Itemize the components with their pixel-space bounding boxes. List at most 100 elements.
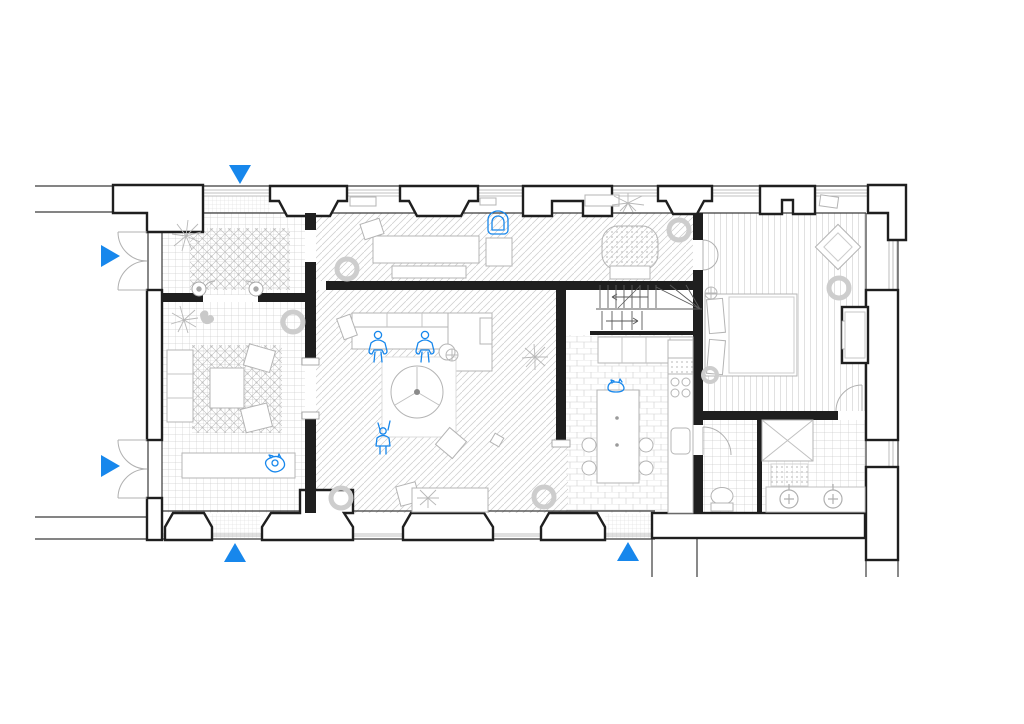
- wc-door: [702, 426, 732, 456]
- entrance-arrow: [224, 543, 246, 562]
- stool: [434, 426, 468, 460]
- french-door-left-lower-a: [117, 439, 148, 470]
- french-door-left-upper-b: [117, 260, 148, 291]
- ceiling-light-icon: [280, 309, 306, 335]
- burner: [670, 377, 680, 387]
- exterior-wall-piers: [111, 183, 908, 562]
- armchair: [242, 343, 277, 374]
- burner: [681, 388, 691, 398]
- ceiling-lights: [280, 217, 852, 511]
- person-figure: [415, 330, 435, 363]
- ceiling-light-icon: [531, 484, 557, 510]
- plant-icon: [170, 305, 199, 334]
- bathroom-door: [835, 384, 863, 412]
- plants: [170, 193, 645, 508]
- armchair-seat: [823, 232, 853, 262]
- blue-figures: [264, 210, 625, 473]
- stool: [638, 460, 654, 476]
- pouf-bench: [609, 265, 651, 280]
- cat-figure: [264, 453, 286, 473]
- wall-right-mid: [864, 288, 900, 442]
- wall-entry-east-b: [305, 262, 316, 363]
- wall-entry-east-c: [305, 418, 316, 513]
- toilet-tank: [710, 502, 734, 512]
- radiator: [584, 194, 620, 207]
- low-bench: [391, 265, 467, 279]
- basins: [779, 484, 843, 509]
- plant-icon: [171, 219, 202, 252]
- wall-bedroom-west-a: [693, 213, 703, 240]
- kitchen-island: [596, 389, 640, 484]
- pier-top-corner-right: [866, 183, 908, 242]
- cat-figure: [607, 378, 625, 393]
- desk: [485, 237, 513, 267]
- pier-top-corner-left: [111, 183, 205, 234]
- pier-bottom-3: [401, 511, 495, 542]
- bath-mat: [770, 463, 809, 487]
- interior-walls: [162, 213, 838, 513]
- child-figure: [375, 420, 391, 455]
- pier-bottom-4: [539, 511, 607, 542]
- ceiling-light-icon: [334, 256, 360, 282]
- shower-cross: [761, 419, 814, 462]
- stool: [581, 437, 597, 453]
- hall-chair: [359, 217, 385, 241]
- desk-chair-blue: [487, 210, 509, 235]
- floor-threshold-kitchen: [556, 446, 568, 513]
- threshold-top-window: [203, 196, 270, 213]
- wall-stair-south: [590, 331, 702, 335]
- settee: [166, 349, 194, 423]
- wall-bedroom-west-b: [693, 270, 703, 425]
- wall-bottom-bathroom: [650, 511, 867, 540]
- wall-entry-east-a: [305, 213, 316, 230]
- entrance-arrow: [101, 245, 120, 267]
- threshold-bottom-right-door: [605, 514, 652, 538]
- vanity-counter: [765, 486, 866, 513]
- entrance-arrow: [229, 165, 251, 184]
- stair-arrow-up: [611, 293, 648, 301]
- wall-bedroom-west-c: [693, 455, 703, 513]
- radiator: [479, 197, 497, 206]
- hob-area: [667, 357, 694, 375]
- stair-arrow-down: [606, 317, 639, 325]
- pier-top-5: [656, 184, 714, 216]
- window-seat-cushion: [844, 311, 866, 359]
- french-door-left-lower-b: [117, 468, 148, 499]
- wall-kitchen-west: [556, 281, 566, 443]
- floor-entry-ornate-centre: [190, 228, 290, 290]
- wall-bedroom-south: [703, 411, 838, 420]
- plant-icon: [521, 343, 548, 370]
- radiator: [818, 194, 840, 209]
- kitchen-sink: [670, 427, 691, 455]
- furniture: [166, 194, 866, 514]
- small-stool: [489, 432, 505, 448]
- stool: [638, 437, 654, 453]
- pier-top-3: [398, 184, 480, 218]
- decor-heart: [200, 310, 215, 325]
- threshold-bottom-left-door: [210, 514, 260, 538]
- burner: [681, 377, 691, 387]
- armchair: [239, 402, 274, 434]
- wall-living-north: [326, 281, 702, 290]
- sofa-armrest: [479, 317, 493, 345]
- entrance-arrow: [101, 455, 120, 477]
- pier-bottom-1: [163, 511, 214, 542]
- plant-icon: [417, 489, 439, 508]
- duvet: [728, 296, 795, 374]
- ceiling-light-icon: [701, 366, 719, 384]
- entrance-arrow: [617, 542, 639, 561]
- toilet-bowl: [710, 487, 734, 505]
- pillow: [706, 297, 726, 335]
- coffee-table: [209, 367, 245, 409]
- doors: [117, 231, 863, 499]
- bench-south-wall: [411, 487, 489, 513]
- sofa-cushion: [336, 313, 358, 341]
- plant-icon: [611, 193, 645, 213]
- wall-left-low: [145, 496, 164, 542]
- wall-left-mid: [145, 288, 164, 442]
- pier-top-2: [268, 184, 349, 218]
- console-table: [372, 235, 480, 264]
- wall-stair-north: [590, 281, 702, 285]
